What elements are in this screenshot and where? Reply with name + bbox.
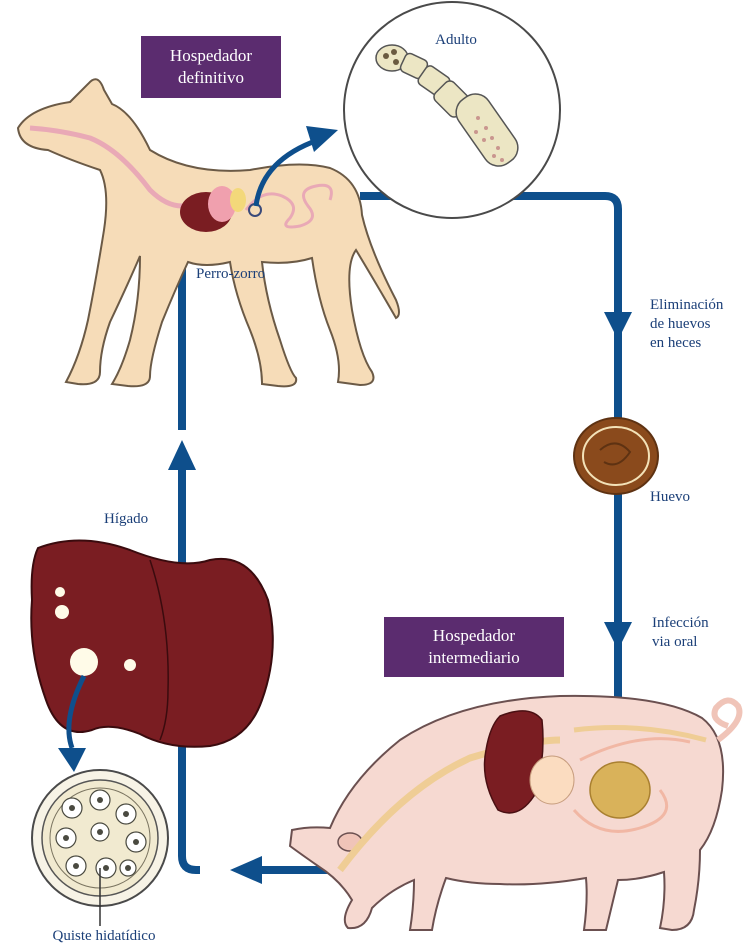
oral-infection-line2: via oral	[652, 634, 697, 650]
pig-tail	[715, 700, 740, 740]
liver-label: Hígado	[104, 511, 148, 527]
cyst-spot-4	[124, 659, 136, 671]
egg-elimination-line2: de huevos	[650, 316, 711, 332]
egg-elimination-line3: en heces	[650, 335, 701, 351]
oral-infection-line1: Infección	[652, 615, 709, 631]
pig-illustration	[290, 696, 739, 930]
intermediate-host-box: Hospedador intermediario	[384, 617, 564, 677]
adult-label: Adulto	[435, 32, 477, 48]
egg-elimination-line1: Eliminación	[650, 297, 724, 313]
cyst-spot-1	[55, 587, 65, 597]
definitive-host-box: Hospedador definitivo	[141, 36, 281, 98]
pig-stomach	[530, 756, 574, 804]
egg-icon	[574, 418, 658, 494]
dog-to-adult-arrowhead	[306, 126, 338, 152]
definitive-host-line2: definitivo	[178, 68, 244, 87]
dog-illustration	[18, 79, 399, 386]
arrowhead-down-1	[604, 312, 632, 340]
dog-body	[18, 79, 399, 386]
egg-label: Huevo	[650, 489, 690, 505]
pig-intestine	[590, 762, 650, 818]
cyst-spot-2	[55, 605, 69, 619]
dog-fox-label: Perro-zorro	[196, 266, 265, 282]
intermediate-host-line1: Hospedador	[433, 626, 515, 645]
dog-kidney	[230, 188, 246, 212]
cyst-spot-3	[70, 648, 98, 676]
intermediate-host-line2: intermediario	[428, 648, 520, 667]
hydatid-cyst-label: Quiste hidatídico	[53, 928, 156, 944]
arrowhead-up	[168, 440, 196, 470]
arrowhead-down-2	[604, 622, 632, 650]
liver-to-cyst-arrowhead	[58, 748, 86, 772]
definitive-host-line1: Hospedador	[170, 46, 252, 65]
arrowhead-left	[230, 856, 262, 884]
